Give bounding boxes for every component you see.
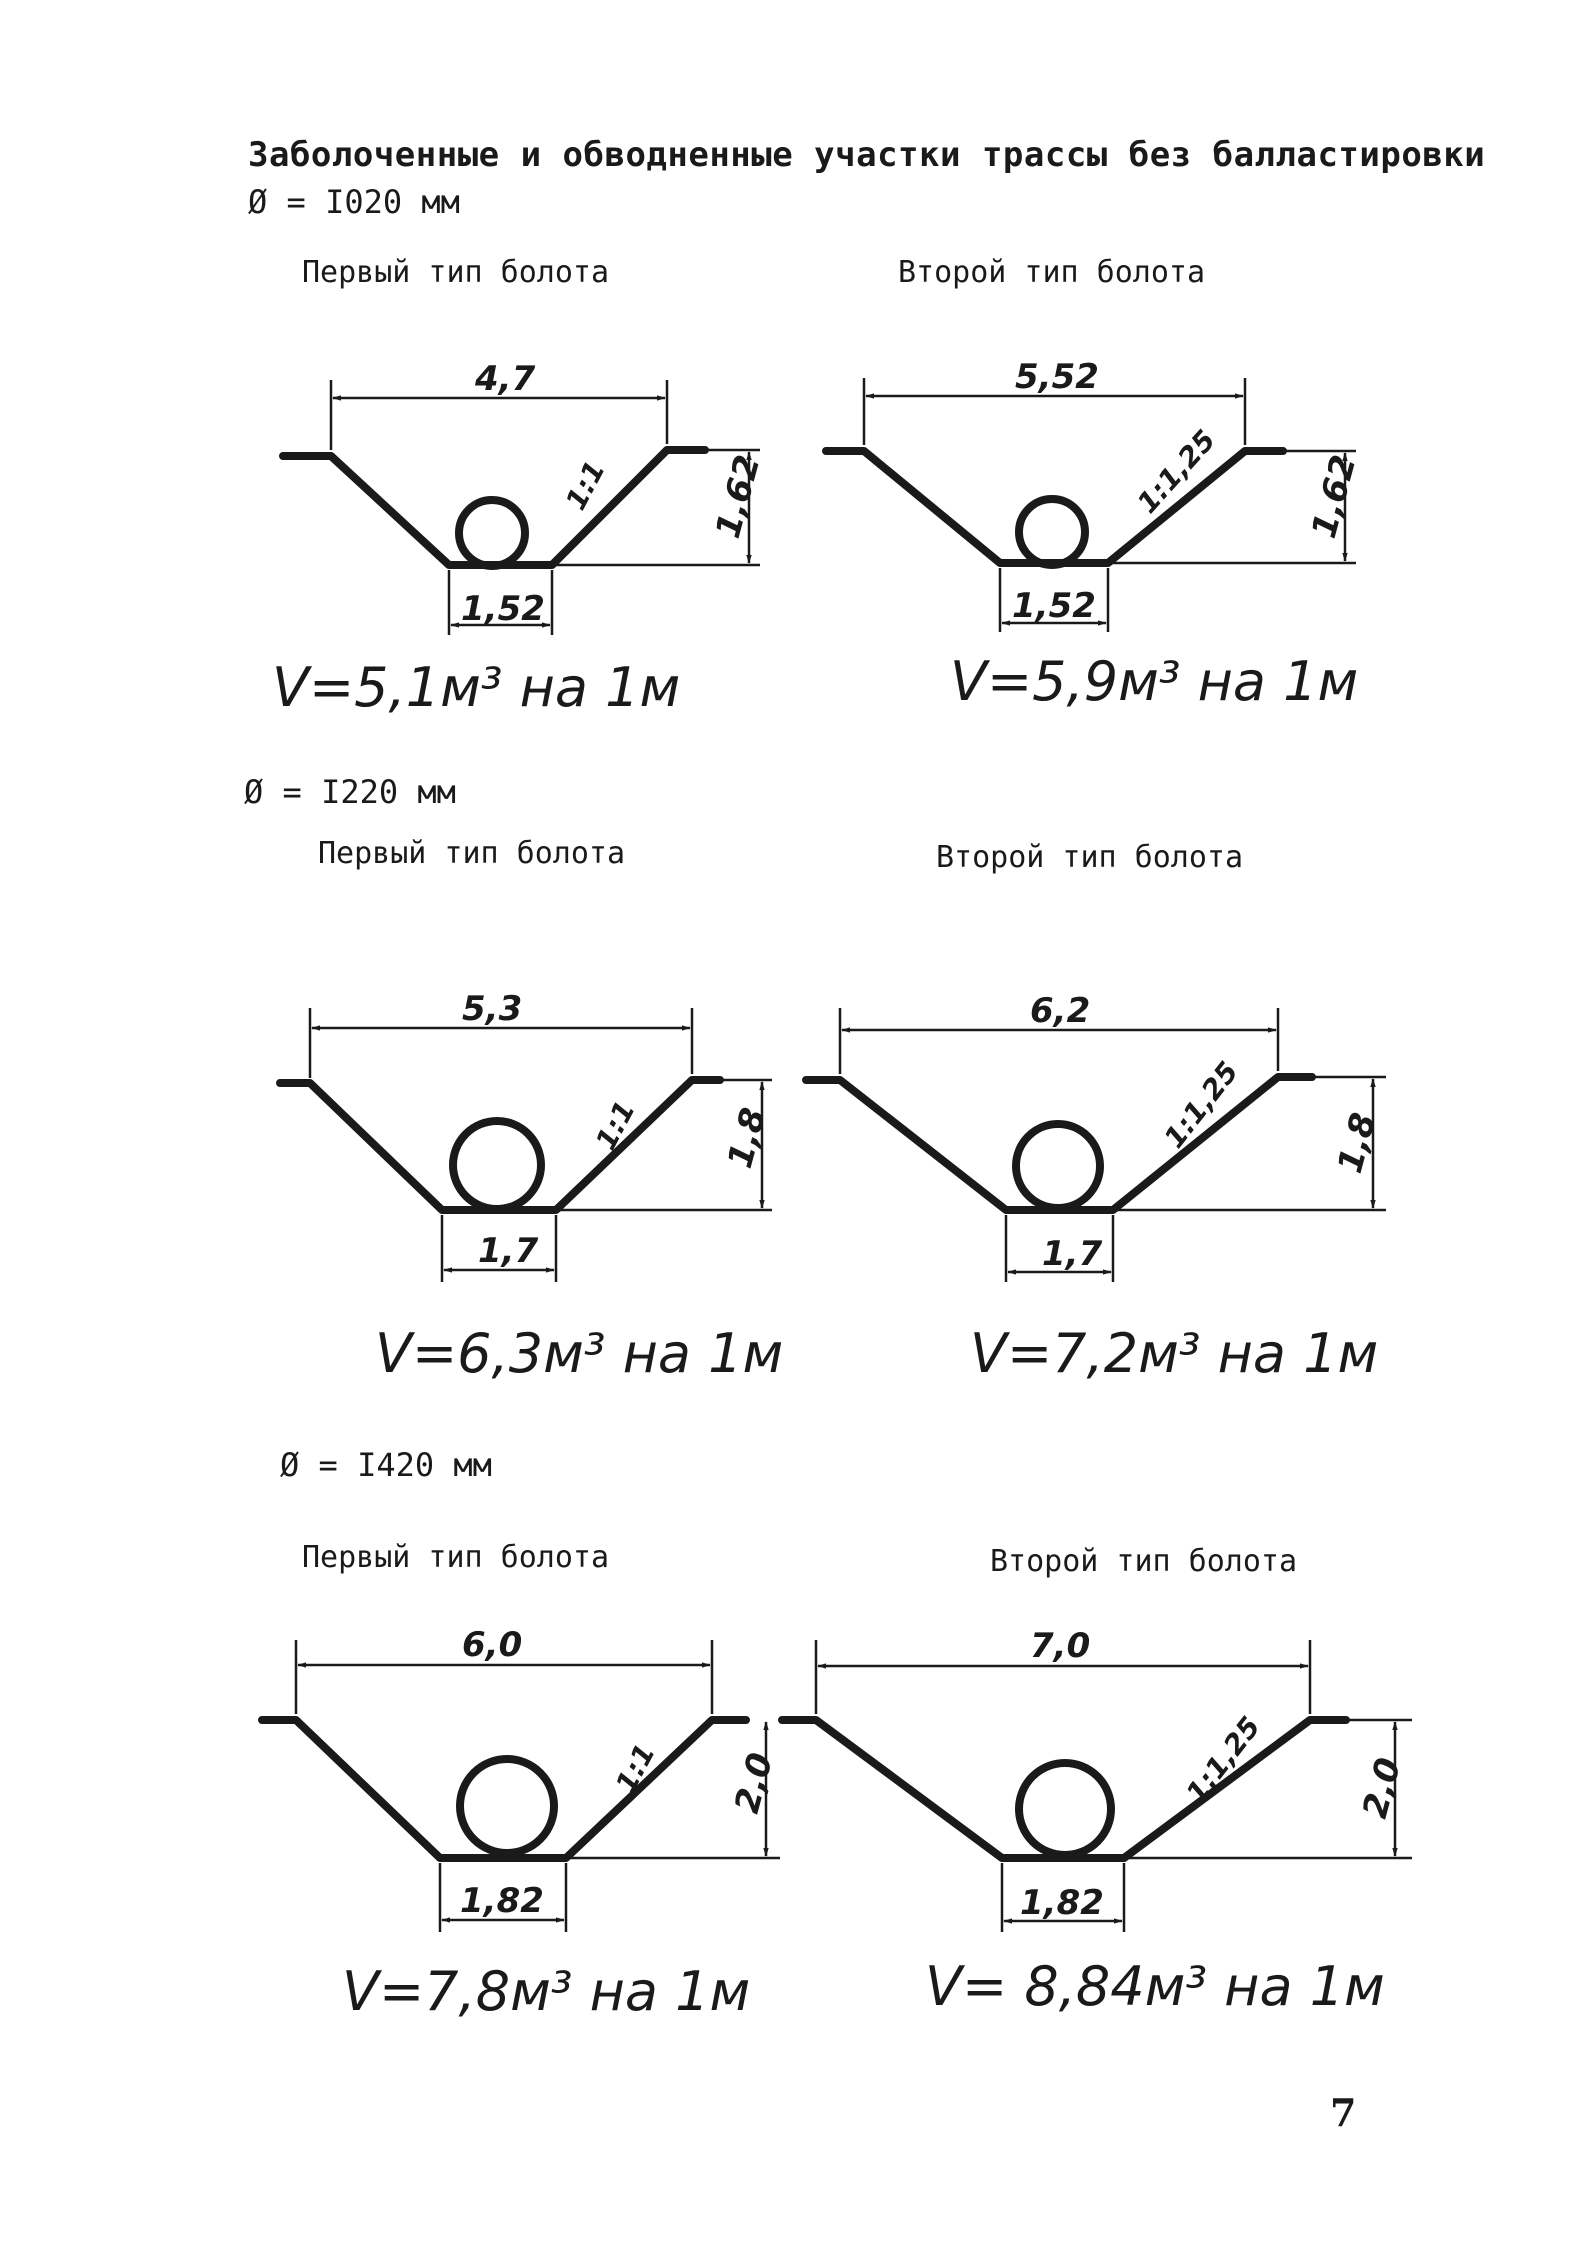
depth-label: 1,8 [720, 1104, 774, 1173]
bog-type-label: Второй тип болота [936, 840, 1244, 875]
pipe-circle [1015, 495, 1089, 569]
depth-label: 1,8 [1330, 1109, 1384, 1178]
pipe-circle [456, 1755, 558, 1857]
top-width-label: 6,0 [462, 1625, 522, 1665]
volume-label: V=7,2м³ на 1м [970, 1322, 1378, 1385]
slope-label: 1:1 [559, 455, 612, 515]
bog-type-label: Второй тип болота [898, 255, 1206, 290]
page-title: Заболоченные и обводненные участки трасс… [248, 135, 1486, 175]
depth-label: 1,62 [708, 451, 768, 542]
volume-label: V=5,9м³ на 1м [950, 650, 1358, 713]
trench-profile: 6,0 1,82 2,0 1:1 V=7,8м³ на 1м [258, 1625, 781, 2023]
volume-label: V=7,8м³ на 1м [342, 1960, 750, 2023]
pipe-circle [449, 1117, 545, 1213]
top-width-label: 5,52 [1015, 357, 1099, 397]
trench-profile: 4,7 1,52 1,62 1:1 V=5,1м³ на 1м [272, 359, 768, 719]
bog-type-label: Первый тип болота [318, 836, 626, 871]
volume-label: V= 8,84м³ на 1м [925, 1955, 1385, 2018]
bottom-width-label: 1,52 [1012, 586, 1096, 626]
pipe-circle [1015, 1759, 1115, 1859]
slope-label: 1:1 [589, 1095, 642, 1155]
depth-label: 2,0 [727, 1749, 781, 1818]
diameter-label-1420: Ø = I420 мм [280, 1446, 492, 1484]
diameter-label-1020: Ø = I020 мм [248, 183, 460, 221]
top-width-label: 6,2 [1030, 991, 1090, 1031]
page-number: 7 [1330, 2090, 1357, 2135]
trench-profile: 7,0 1,82 2,0 1:1,25 V= 8,84м³ на 1м [778, 1626, 1412, 2018]
bottom-width-label: 1,82 [1020, 1883, 1104, 1923]
pipe-circle [455, 496, 529, 570]
top-width-label: 4,7 [474, 359, 536, 399]
bog-type-label: Первый тип болота [302, 1540, 610, 1575]
bottom-width-label: 1,82 [460, 1881, 544, 1921]
depth-label: 2,0 [1355, 1754, 1409, 1823]
bottom-width-label: 1,7 [1042, 1234, 1103, 1274]
trench-profile: 5,52 1,52 1,62 1:1,25 V=5,9м³ на 1м [822, 357, 1364, 713]
trench-profile: 5,3 1,7 1,8 1:1 V=6,3м³ на 1м [276, 989, 783, 1385]
bog-type-label: Второй тип болота [990, 1544, 1298, 1579]
bottom-width-label: 1,7 [478, 1231, 539, 1271]
trench-profile: 6,2 1,7 1,8 1:1,25 V=7,2м³ на 1м [802, 991, 1386, 1385]
top-width-label: 5,3 [462, 989, 522, 1029]
volume-label: V=5,1м³ на 1м [272, 656, 680, 719]
slope-label: 1:1 [609, 1738, 662, 1798]
depth-label: 1,62 [1304, 451, 1364, 542]
pipe-circle [1012, 1120, 1104, 1212]
volume-label: V=6,3м³ на 1м [375, 1322, 783, 1385]
top-width-label: 7,0 [1030, 1626, 1090, 1666]
bottom-width-label: 1,52 [461, 589, 545, 629]
diameter-label-1220: Ø = I220 мм [244, 773, 456, 811]
bog-type-label: Первый тип болота [302, 255, 610, 290]
